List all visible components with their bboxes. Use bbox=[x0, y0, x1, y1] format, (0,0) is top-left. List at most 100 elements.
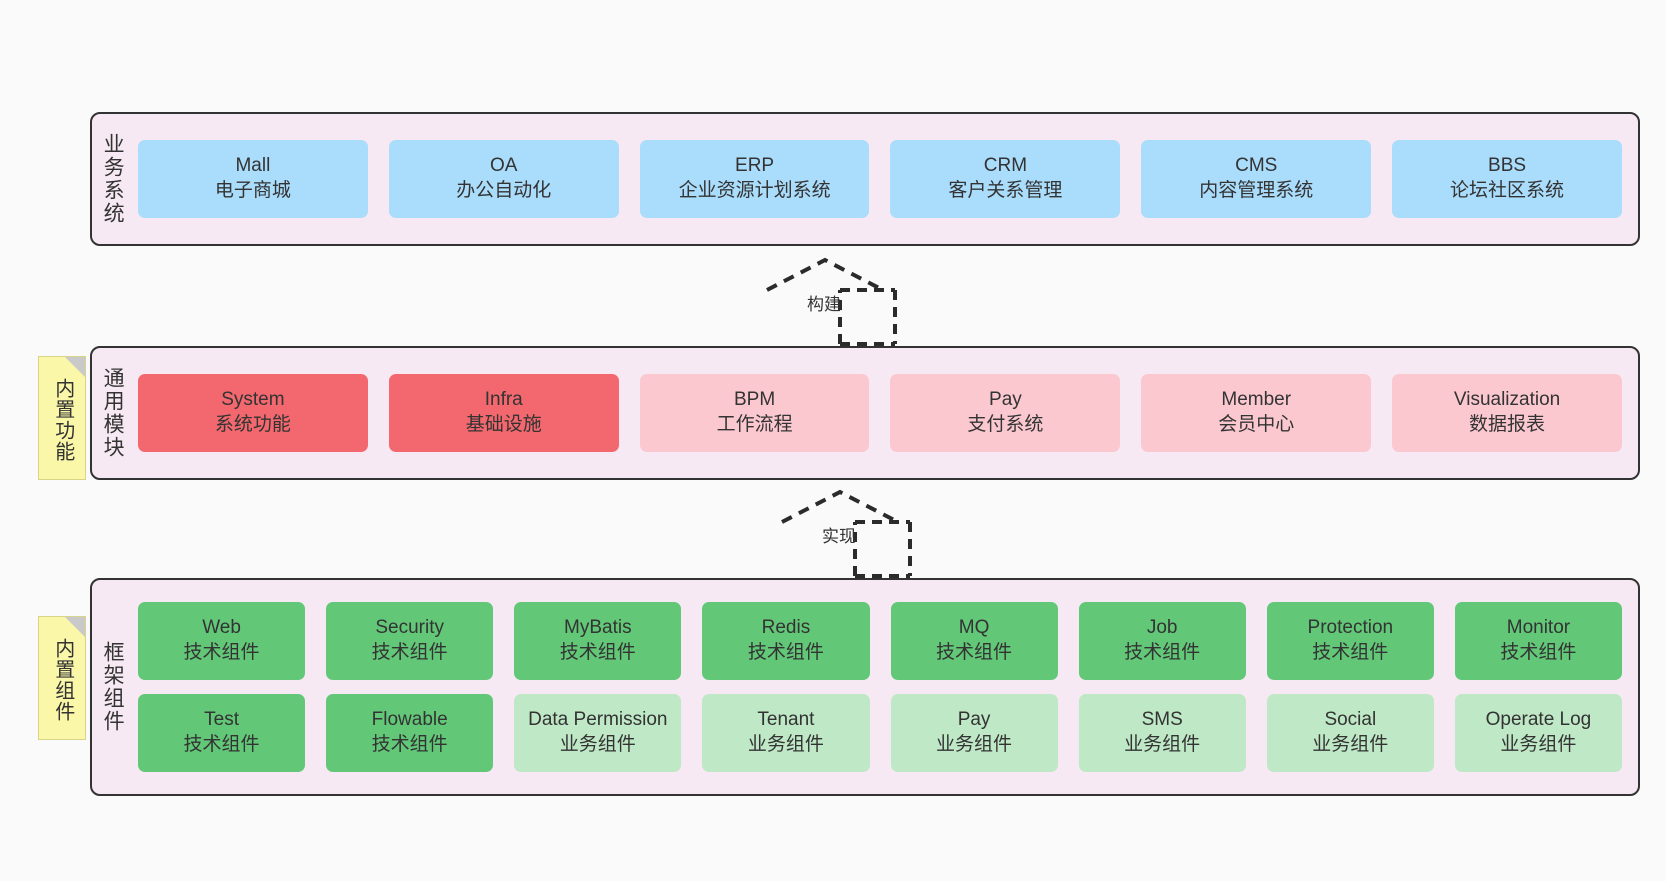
node-title: Social bbox=[1324, 709, 1377, 731]
node-oa[interactable]: OA 办公自动化 bbox=[388, 140, 619, 218]
node-subtitle: 内容管理系统 bbox=[1199, 180, 1314, 201]
layer-body-framework: Web 技术组件 Security 技术组件 MyBatis 技术组件 Redi… bbox=[132, 580, 1638, 794]
node-title: Job bbox=[1146, 617, 1178, 639]
node-system[interactable]: System 系统功能 bbox=[138, 374, 368, 452]
node-subtitle: 技术组件 bbox=[936, 642, 1013, 663]
node-title: ERP bbox=[735, 155, 775, 177]
node-tenant[interactable]: Tenant 业务组件 bbox=[702, 694, 870, 772]
node-pay-module[interactable]: Pay 支付系统 bbox=[890, 374, 1121, 452]
node-row: Mall 电子商城 OA 办公自动化 ERP 企业资源计划系统 CRM 客户关系… bbox=[138, 140, 1622, 218]
node-subtitle: 业务组件 bbox=[1500, 734, 1577, 755]
node-monitor[interactable]: Monitor 技术组件 bbox=[1454, 602, 1622, 680]
node-subtitle: 办公自动化 bbox=[456, 180, 552, 201]
node-title: Monitor bbox=[1506, 617, 1571, 639]
node-redis[interactable]: Redis 技术组件 bbox=[702, 602, 870, 680]
node-subtitle: 客户关系管理 bbox=[948, 180, 1063, 201]
node-subtitle: 技术组件 bbox=[183, 734, 260, 755]
node-subtitle: 技术组件 bbox=[1500, 642, 1577, 663]
node-title: Flowable bbox=[371, 709, 448, 731]
connector-label: 实现 bbox=[822, 527, 856, 546]
node-title: Test bbox=[204, 709, 239, 731]
note-builtin-component: 内置组件 bbox=[38, 616, 86, 740]
node-title: SMS bbox=[1141, 709, 1183, 731]
node-cms[interactable]: CMS 内容管理系统 bbox=[1141, 140, 1372, 218]
node-crm[interactable]: CRM 客户关系管理 bbox=[890, 140, 1121, 218]
node-subtitle: 技术组件 bbox=[559, 642, 636, 663]
node-title: Redis bbox=[761, 617, 811, 639]
node-title: CMS bbox=[1235, 155, 1278, 177]
node-subtitle: 业务组件 bbox=[1312, 734, 1389, 755]
layer-common-module: 通用模块 System 系统功能 Infra 基础设施 BPM 工作流程 Pay… bbox=[90, 346, 1640, 480]
node-title: Tenant bbox=[757, 709, 815, 731]
node-subtitle: 技术组件 bbox=[183, 642, 260, 663]
node-pay-component[interactable]: Pay 业务组件 bbox=[890, 694, 1058, 772]
node-title: Pay bbox=[989, 389, 1022, 411]
generalization-arrow-icon bbox=[766, 257, 897, 346]
node-web[interactable]: Web 技术组件 bbox=[138, 602, 306, 680]
node-mq[interactable]: MQ 技术组件 bbox=[890, 602, 1058, 680]
node-title: Security bbox=[375, 617, 444, 639]
node-subtitle: 技术组件 bbox=[371, 642, 448, 663]
node-subtitle: 技术组件 bbox=[371, 734, 448, 755]
node-subtitle: 数据报表 bbox=[1469, 414, 1546, 435]
node-title: MQ bbox=[958, 617, 990, 639]
node-member[interactable]: Member 会员中心 bbox=[1141, 374, 1372, 452]
node-protection[interactable]: Protection 技术组件 bbox=[1266, 602, 1434, 680]
node-subtitle: 基础设施 bbox=[465, 414, 542, 435]
node-title: BBS bbox=[1488, 155, 1527, 177]
node-subtitle: 论坛社区系统 bbox=[1450, 180, 1565, 201]
node-mall[interactable]: Mall 电子商城 bbox=[138, 140, 368, 218]
node-title: Operate Log bbox=[1485, 709, 1592, 731]
node-erp[interactable]: ERP 企业资源计划系统 bbox=[639, 140, 870, 218]
node-title: Mall bbox=[235, 155, 271, 177]
node-bbs[interactable]: BBS 论坛社区系统 bbox=[1392, 140, 1622, 218]
node-mybatis[interactable]: MyBatis 技术组件 bbox=[514, 602, 682, 680]
node-subtitle: 业务组件 bbox=[559, 734, 636, 755]
node-title: Member bbox=[1221, 389, 1292, 411]
node-row: System 系统功能 Infra 基础设施 BPM 工作流程 Pay 支付系统… bbox=[138, 374, 1622, 452]
node-subtitle: 技术组件 bbox=[1124, 642, 1201, 663]
node-social[interactable]: Social 业务组件 bbox=[1266, 694, 1434, 772]
layer-title-business: 业务系统 bbox=[101, 133, 125, 225]
node-subtitle: 业务组件 bbox=[747, 734, 824, 755]
layer-title-common: 通用模块 bbox=[101, 367, 125, 459]
connector-build: 构建 bbox=[745, 256, 945, 352]
note-label: 内置功能 bbox=[51, 378, 74, 462]
node-visualization[interactable]: Visualization 数据报表 bbox=[1392, 374, 1622, 452]
node-subtitle: 系统功能 bbox=[214, 414, 291, 435]
node-title: BPM bbox=[733, 389, 776, 411]
layer-body-common: System 系统功能 Infra 基础设施 BPM 工作流程 Pay 支付系统… bbox=[132, 348, 1638, 478]
node-title: Pay bbox=[957, 709, 991, 731]
node-title: OA bbox=[490, 155, 518, 177]
node-bpm[interactable]: BPM 工作流程 bbox=[639, 374, 870, 452]
node-subtitle: 业务组件 bbox=[1124, 734, 1201, 755]
node-data-permission[interactable]: Data Permission 业务组件 bbox=[514, 694, 682, 772]
node-flowable[interactable]: Flowable 技术组件 bbox=[326, 694, 494, 772]
node-subtitle: 支付系统 bbox=[967, 414, 1044, 435]
node-subtitle: 工作流程 bbox=[716, 414, 793, 435]
node-test[interactable]: Test 技术组件 bbox=[138, 694, 306, 772]
layer-business-system: 业务系统 Mall 电子商城 OA 办公自动化 ERP 企业资源计划系统 CRM… bbox=[90, 112, 1640, 246]
layer-body-business: Mall 电子商城 OA 办公自动化 ERP 企业资源计划系统 CRM 客户关系… bbox=[132, 114, 1638, 244]
node-title: MyBatis bbox=[564, 617, 632, 639]
node-operate-log[interactable]: Operate Log 业务组件 bbox=[1454, 694, 1622, 772]
node-sms[interactable]: SMS 业务组件 bbox=[1078, 694, 1246, 772]
connector-label: 构建 bbox=[807, 295, 841, 314]
node-infra[interactable]: Infra 基础设施 bbox=[388, 374, 619, 452]
connector-implement: 实现 bbox=[760, 488, 960, 584]
node-subtitle: 电子商城 bbox=[214, 180, 291, 201]
node-title: Data Permission bbox=[528, 709, 668, 731]
node-title: System bbox=[221, 389, 285, 411]
node-job[interactable]: Job 技术组件 bbox=[1078, 602, 1246, 680]
note-label: 内置组件 bbox=[51, 638, 74, 722]
layer-framework-component: 框架组件 Web 技术组件 Security 技术组件 MyBatis 技术组件… bbox=[90, 578, 1640, 796]
node-subtitle: 技术组件 bbox=[1312, 642, 1389, 663]
generalization-arrow-icon bbox=[781, 489, 912, 578]
node-title: Protection bbox=[1307, 617, 1394, 639]
node-security[interactable]: Security 技术组件 bbox=[326, 602, 494, 680]
node-subtitle: 企业资源计划系统 bbox=[678, 180, 831, 201]
node-title: Web bbox=[202, 617, 241, 639]
node-row: Web 技术组件 Security 技术组件 MyBatis 技术组件 Redi… bbox=[138, 602, 1622, 680]
node-row: Test 技术组件 Flowable 技术组件 Data Permission … bbox=[138, 694, 1622, 772]
